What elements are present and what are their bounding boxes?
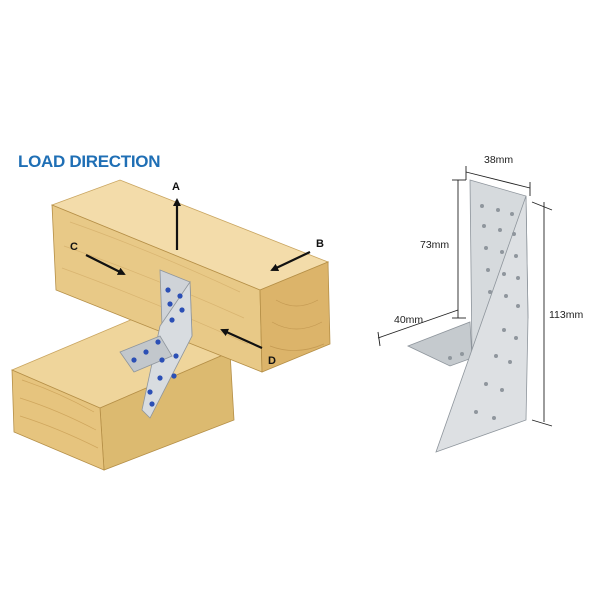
load-arrow-c: C <box>70 241 126 275</box>
main-beam <box>50 179 331 373</box>
load-arrow-b: B <box>270 238 324 272</box>
bracket-detail: 38mm 73mm 113mm 40mm <box>377 154 583 453</box>
dimension-38mm: 38mm <box>465 154 531 196</box>
front-beam-end-grain <box>11 369 105 471</box>
load-label-b: B <box>316 238 324 250</box>
load-arrow-d: D <box>220 328 276 367</box>
load-label-d: D <box>268 355 276 367</box>
dimension-73mm: 73mm <box>420 179 466 319</box>
bracket-detail-base-plate <box>406 321 473 367</box>
bracket-on-timber <box>119 269 193 419</box>
timber-assembly: A B C D <box>10 179 331 471</box>
bracket-detail-holes <box>448 204 520 420</box>
bracket-detail-gusset <box>435 195 529 453</box>
dimension-label-73mm: 73mm <box>420 239 449 251</box>
main-beam-end-grain <box>259 261 331 373</box>
dimension-113mm: 113mm <box>531 201 583 427</box>
load-label-c: C <box>70 241 78 253</box>
dimension-label-113mm: 113mm <box>549 309 583 321</box>
load-direction-title: LOAD DIRECTION <box>18 152 161 171</box>
load-label-a: A <box>172 181 180 193</box>
dimension-label-38mm: 38mm <box>484 154 513 166</box>
load-arrow-a: A <box>172 181 181 250</box>
bracket-screws <box>131 287 185 407</box>
dimension-label-40mm: 40mm <box>394 314 423 326</box>
dimension-40mm: 40mm <box>377 309 459 347</box>
